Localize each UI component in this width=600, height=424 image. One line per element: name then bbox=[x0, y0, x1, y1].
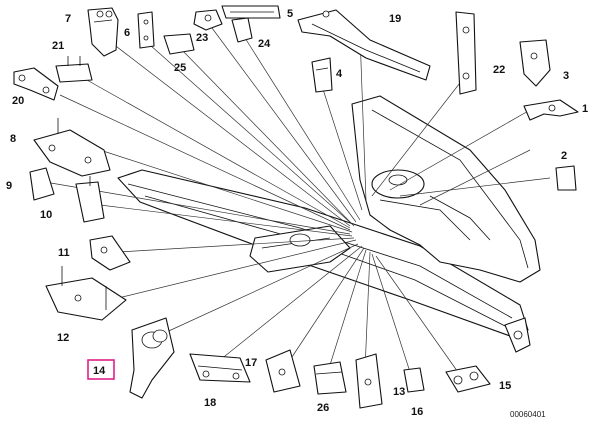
callout-21[interactable]: 21 bbox=[52, 40, 64, 52]
callout-3[interactable]: 3 bbox=[563, 70, 569, 82]
part-2-clip[interactable] bbox=[555, 165, 577, 191]
part-10-bracket[interactable] bbox=[75, 176, 105, 223]
callout-1[interactable]: 1 bbox=[582, 103, 588, 115]
part-25-plate[interactable] bbox=[163, 33, 195, 55]
part-8-bracket-assembly[interactable] bbox=[33, 118, 111, 177]
part-19-rail[interactable] bbox=[297, 9, 431, 81]
callout-18[interactable]: 18 bbox=[204, 397, 216, 409]
callout-23[interactable]: 23 bbox=[196, 32, 208, 44]
callout-19[interactable]: 19 bbox=[389, 13, 401, 25]
callout-20[interactable]: 20 bbox=[12, 95, 24, 107]
part-26-block[interactable] bbox=[313, 361, 347, 395]
callout-13[interactable]: 13 bbox=[393, 386, 405, 398]
callout-26[interactable]: 26 bbox=[317, 402, 329, 414]
callout-14[interactable]: 14 bbox=[93, 365, 106, 377]
callout-5[interactable]: 5 bbox=[287, 8, 293, 20]
callout-8[interactable]: 8 bbox=[10, 133, 16, 145]
callout-17[interactable]: 17 bbox=[245, 357, 257, 369]
part-5-bar[interactable] bbox=[221, 5, 281, 19]
part-21-stud-plate[interactable] bbox=[55, 56, 93, 83]
part-6-plate[interactable] bbox=[137, 11, 155, 49]
part-4-bracket[interactable] bbox=[311, 57, 333, 93]
part-17-bracket[interactable] bbox=[265, 349, 301, 393]
part-16-clip[interactable] bbox=[403, 367, 425, 393]
callout-6[interactable]: 6 bbox=[124, 27, 130, 39]
callout-22[interactable]: 22 bbox=[493, 64, 505, 76]
part-15-bracket[interactable] bbox=[445, 365, 491, 393]
callout-15[interactable]: 15 bbox=[499, 380, 511, 392]
callout-24[interactable]: 24 bbox=[258, 38, 271, 50]
callout-11[interactable]: 11 bbox=[58, 247, 70, 259]
callout-25[interactable]: 25 bbox=[174, 62, 186, 74]
part-22-panel[interactable] bbox=[455, 11, 477, 95]
callout-12[interactable]: 12 bbox=[57, 332, 69, 344]
part-11-bracket[interactable] bbox=[89, 235, 131, 271]
part-14-bracket[interactable] bbox=[129, 317, 175, 399]
part-18-plate[interactable] bbox=[189, 353, 251, 383]
part-9-support[interactable] bbox=[29, 167, 55, 201]
callout-16[interactable]: 16 bbox=[411, 406, 423, 418]
highlight-box bbox=[87, 359, 115, 380]
callout-7[interactable]: 7 bbox=[65, 13, 71, 25]
reference-code: 00060401 bbox=[510, 410, 546, 419]
callout-2[interactable]: 2 bbox=[561, 150, 567, 162]
part-12-mount-plate[interactable] bbox=[45, 266, 127, 321]
part-23-clip[interactable] bbox=[193, 9, 223, 31]
part-24-bracket[interactable] bbox=[231, 17, 253, 43]
part-13-strut[interactable] bbox=[355, 353, 383, 409]
part-7-bracket[interactable] bbox=[87, 7, 119, 57]
part-1-arm[interactable] bbox=[523, 99, 579, 121]
callout-10[interactable]: 10 bbox=[40, 209, 52, 221]
callout-9[interactable]: 9 bbox=[6, 180, 12, 192]
main-frame-assembly bbox=[117, 95, 541, 353]
part-20-strap[interactable] bbox=[13, 67, 59, 101]
callout-labels: 7 6 23 5 24 25 21 20 19 4 22 3 1 2 8 9 1… bbox=[6, 8, 588, 418]
callout-4[interactable]: 4 bbox=[336, 68, 343, 80]
part-3-bracket[interactable] bbox=[519, 39, 551, 87]
callout-14-highlight[interactable]: 14 bbox=[87, 359, 115, 380]
